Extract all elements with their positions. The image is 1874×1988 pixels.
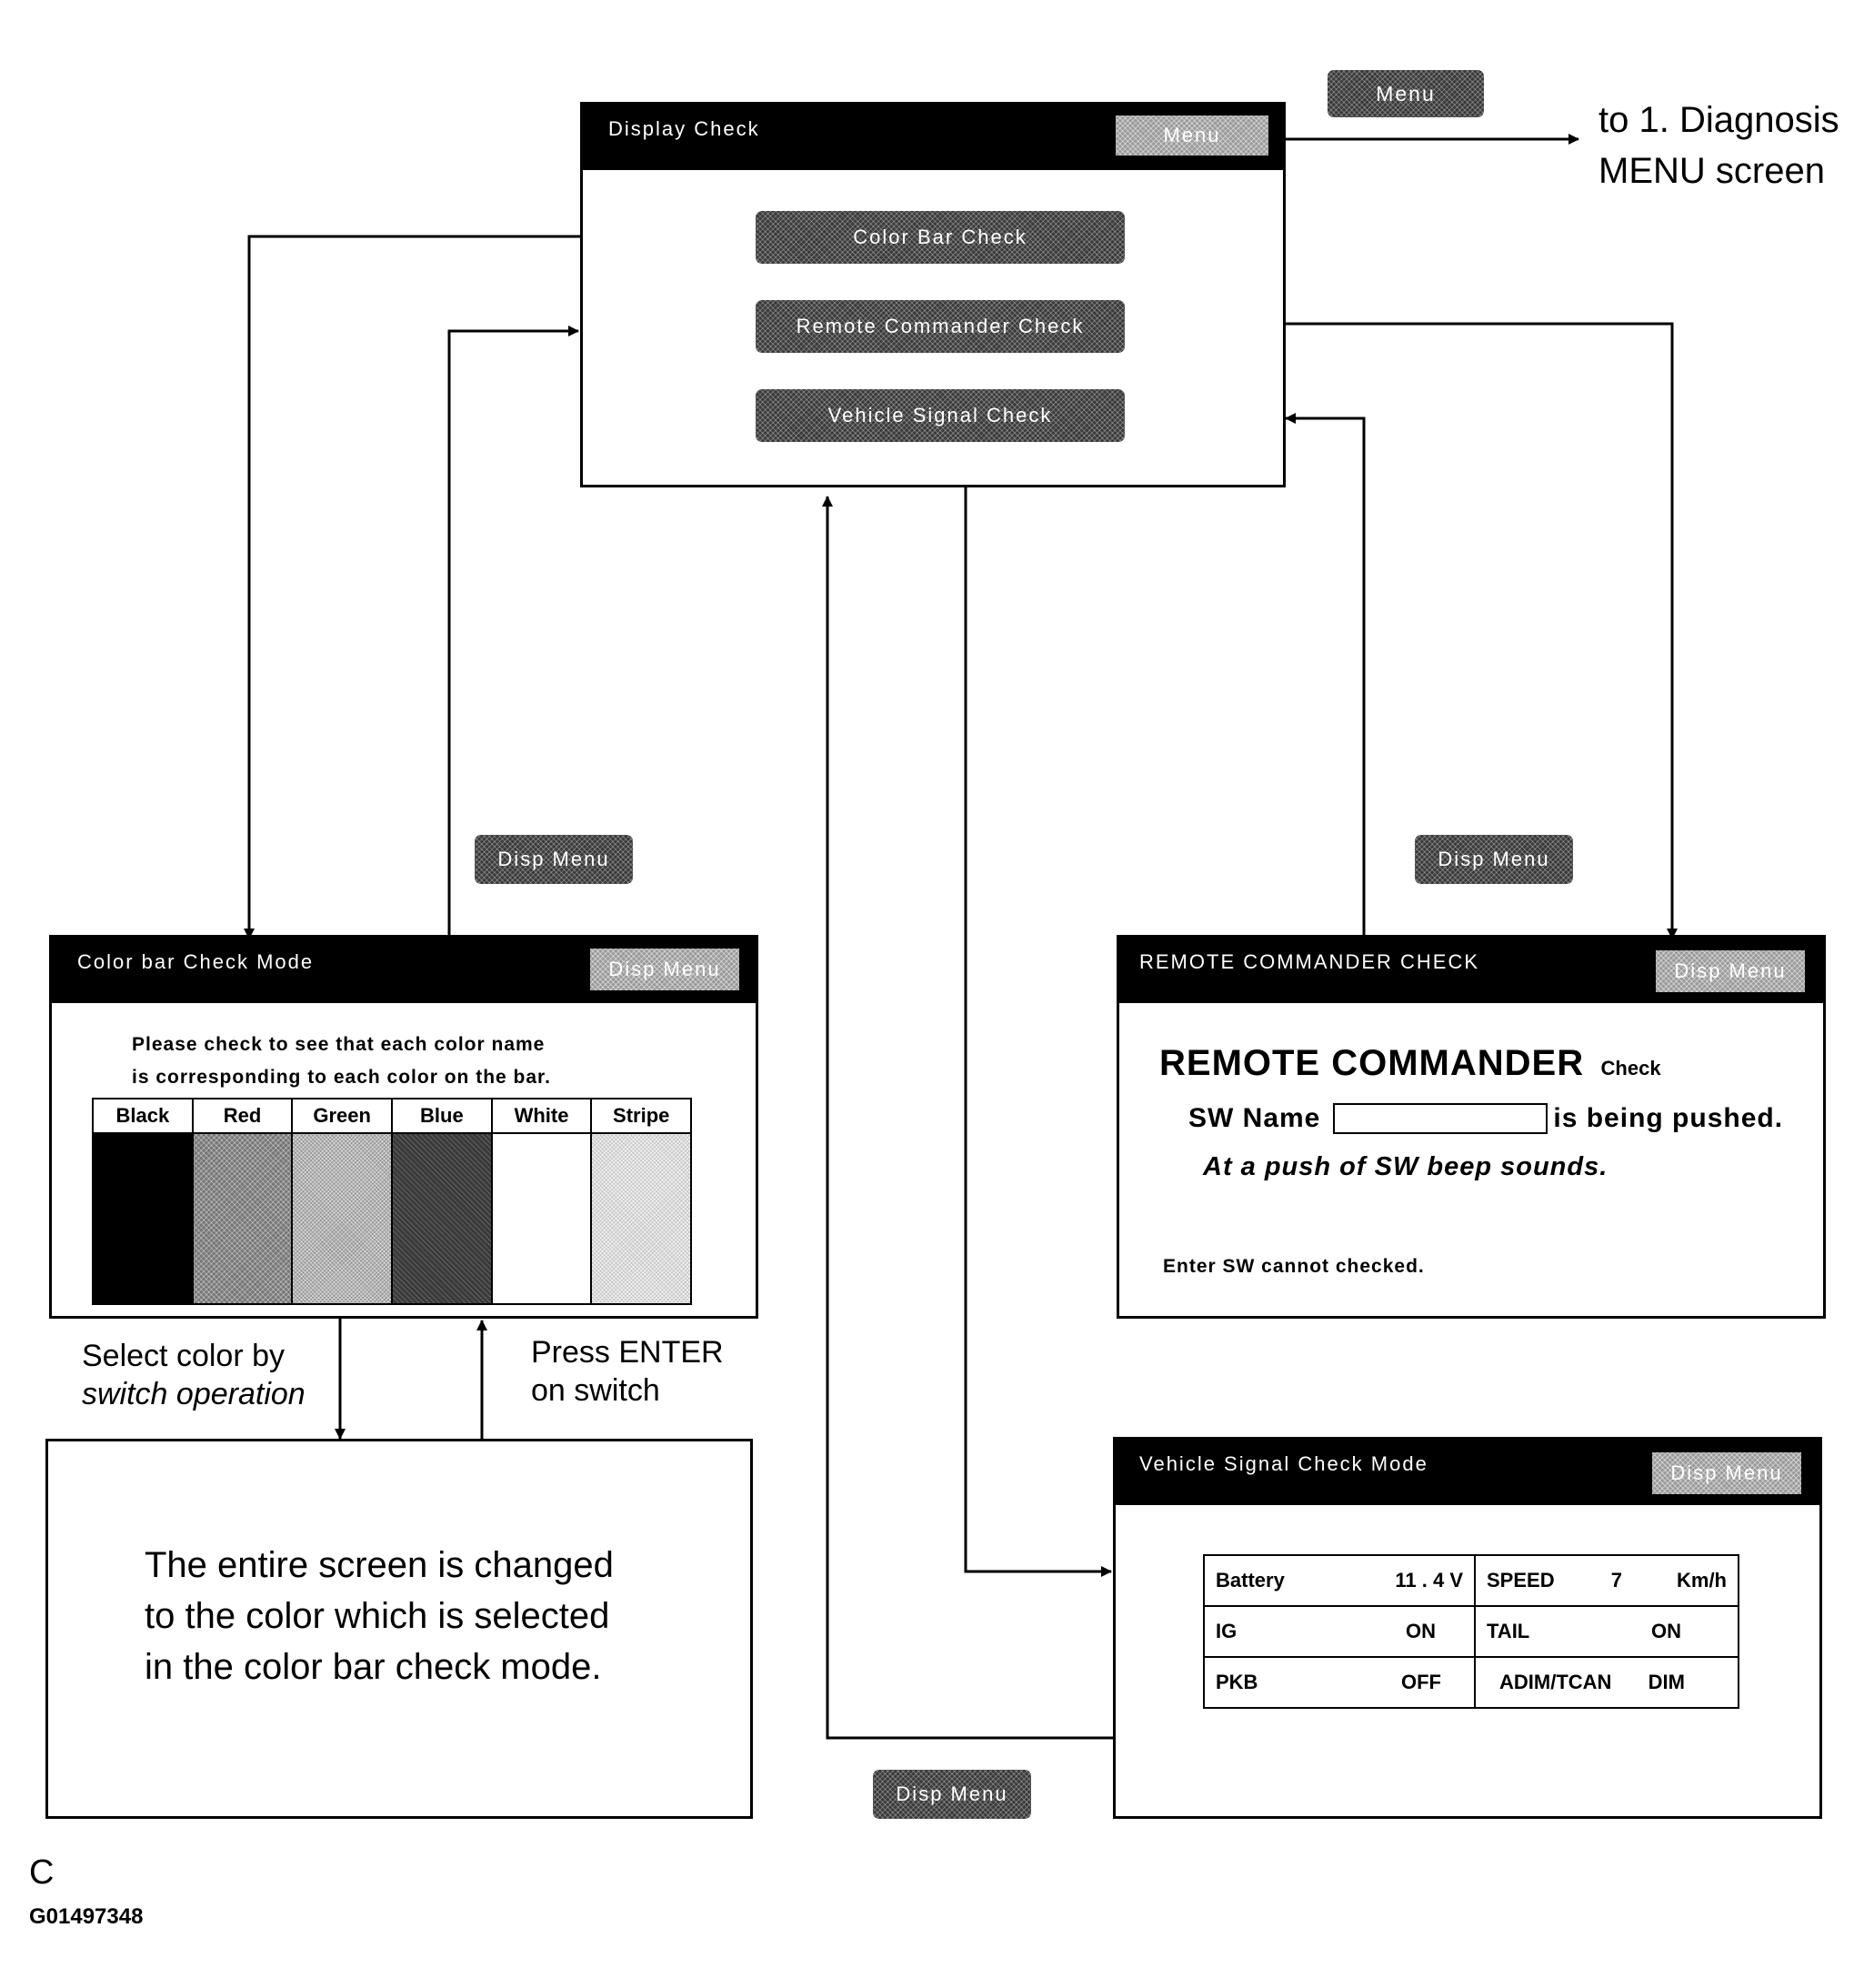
vehicle-disp-menu-button[interactable]: Disp Menu <box>1652 1452 1801 1494</box>
color-bar-disp-menu-button[interactable]: Disp Menu <box>590 949 739 990</box>
select-color-caption: Select color by switch operation <box>82 1337 306 1413</box>
color-bar-header: Black Red Green Blue White Stripe <box>94 1099 690 1134</box>
remote-note: Enter SW cannot checked. <box>1163 1256 1425 1277</box>
sw-name-field <box>1333 1103 1548 1134</box>
swatch-blue[interactable] <box>393 1134 493 1303</box>
color-bar-instruction: Please check to see that each color name… <box>132 1029 551 1094</box>
battery-label: Battery <box>1216 1569 1285 1591</box>
instruction-line-2: is corresponding to each color on the ba… <box>132 1067 551 1088</box>
press-enter-caption: Press ENTER on switch <box>531 1333 724 1410</box>
display-check-title: Display Check <box>608 117 760 140</box>
vehicle-signal-titlebar: Vehicle Signal Check Mode Disp Menu <box>1116 1440 1819 1505</box>
sw-name-row: SW Name is being pushed. <box>1188 1103 1783 1134</box>
remote-heading-text: REMOTE COMMANDER <box>1159 1043 1585 1083</box>
vehicle-signal-table: Battery 11 . 4 V SPEED 7 Km/h IG ON TAIL… <box>1203 1554 1739 1709</box>
menu-key[interactable]: Menu <box>1328 70 1484 117</box>
table-row: Battery 11 . 4 V SPEED 7 Km/h <box>1203 1554 1739 1607</box>
speed-value: 7 <box>1610 1569 1622 1591</box>
to-diagnosis-label: to 1. Diagnosis MENU screen <box>1598 95 1839 196</box>
to-diagnosis-line-2: MENU screen <box>1598 151 1825 191</box>
color-bar-table: Black Red Green Blue White Stripe <box>92 1098 692 1305</box>
select-color-line-2: switch operation <box>82 1377 306 1411</box>
pkb-label: PKB <box>1216 1671 1258 1693</box>
swatch-green[interactable] <box>293 1134 394 1303</box>
entire-screen-box: The entire screen is changed to the colo… <box>45 1439 753 1819</box>
battery-value: 11 . 4 V <box>1395 1569 1463 1591</box>
color-bar-check-button[interactable]: Color Bar Check <box>756 211 1125 264</box>
speed-label: SPEED <box>1487 1569 1555 1591</box>
disp-menu-key-remote[interactable]: Disp Menu <box>1415 835 1573 884</box>
footer-letter: C <box>29 1853 55 1892</box>
remote-heading-small: Check <box>1600 1057 1661 1079</box>
color-label-blue: Blue <box>393 1099 493 1132</box>
arrow-color-bar-back <box>447 326 579 937</box>
color-label-white: White <box>493 1099 593 1132</box>
color-label-red: Red <box>194 1099 294 1132</box>
vehicle-signal-title: Vehicle Signal Check Mode <box>1139 1452 1428 1475</box>
instruction-line-1: Please check to see that each color name <box>132 1034 546 1055</box>
press-enter-line-1: Press ENTER <box>531 1335 724 1370</box>
cell-tail: TAIL ON <box>1474 1605 1739 1658</box>
arrow-vehicle-back <box>822 496 1115 1740</box>
entire-screen-text: The entire screen is changed to the colo… <box>145 1540 614 1692</box>
color-label-stripe: Stripe <box>613 1104 670 1127</box>
vehicle-signal-check-button[interactable]: Vehicle Signal Check <box>756 389 1125 442</box>
cell-ig: IG ON <box>1203 1605 1476 1658</box>
press-enter-line-2: on switch <box>531 1373 660 1408</box>
beep-line: At a push of SW beep sounds. <box>1203 1152 1608 1181</box>
display-check-titlebar: Display Check Menu <box>583 105 1283 170</box>
cell-battery: Battery 11 . 4 V <box>1203 1554 1476 1607</box>
swatch-stripe[interactable] <box>592 1134 691 1303</box>
footer-code: G01497348 <box>29 1904 144 1929</box>
color-label-black: Black <box>94 1099 194 1132</box>
adim-value: DIM <box>1648 1671 1685 1693</box>
swatch-black[interactable] <box>94 1134 194 1303</box>
cell-speed: SPEED 7 Km/h <box>1474 1554 1739 1607</box>
entire-screen-line-2: to the color which is selected <box>145 1596 610 1636</box>
arrow-remote-back <box>1285 413 1366 937</box>
remote-commander-check-button[interactable]: Remote Commander Check <box>756 300 1125 353</box>
disp-menu-key-color-bar[interactable]: Disp Menu <box>475 835 633 884</box>
arrow-to-vehicle-signal <box>964 442 1112 1577</box>
cell-adim: ADIM/TCAN DIM <box>1474 1656 1739 1709</box>
color-bar-titlebar: Color bar Check Mode Disp Menu <box>52 938 756 1003</box>
remote-commander-titlebar: REMOTE COMMANDER CHECK Disp Menu <box>1119 938 1823 1003</box>
table-row: PKB OFF ADIM/TCAN DIM <box>1203 1656 1739 1709</box>
display-check-screen: Display Check Menu Color Bar Check Remot… <box>580 102 1286 487</box>
cell-pkb: PKB OFF <box>1203 1656 1476 1709</box>
menu-button[interactable]: Menu <box>1116 115 1268 156</box>
tail-value: ON <box>1651 1620 1681 1642</box>
sw-name-label: SW Name <box>1188 1103 1321 1133</box>
remote-commander-screen: REMOTE COMMANDER CHECK Disp Menu REMOTE … <box>1117 935 1826 1319</box>
swatch-white[interactable] <box>492 1134 593 1303</box>
entire-screen-line-1: The entire screen is changed <box>145 1545 614 1585</box>
swatch-red[interactable] <box>193 1134 294 1303</box>
to-diagnosis-line-1: to 1. Diagnosis <box>1598 100 1839 140</box>
adim-label: ADIM/TCAN <box>1499 1671 1612 1693</box>
select-color-line-1: Select color by <box>82 1339 285 1373</box>
arrow-to-remote-commander <box>1120 322 1678 939</box>
color-label-green: Green <box>293 1099 394 1132</box>
color-bar-check-screen: Color bar Check Mode Disp Menu Please ch… <box>49 935 758 1319</box>
remote-disp-menu-button[interactable]: Disp Menu <box>1656 950 1805 992</box>
vehicle-signal-screen: Vehicle Signal Check Mode Disp Menu Batt… <box>1113 1437 1822 1819</box>
color-bar-swatches <box>94 1134 691 1303</box>
color-bar-title: Color bar Check Mode <box>77 950 315 973</box>
tail-label: TAIL <box>1487 1620 1530 1642</box>
ig-value: ON <box>1406 1620 1436 1642</box>
remote-commander-heading: REMOTE COMMANDER Check <box>1159 1043 1661 1084</box>
ig-label: IG <box>1216 1620 1238 1642</box>
speed-unit: Km/h <box>1677 1569 1727 1591</box>
being-pushed-text: is being pushed. <box>1553 1103 1784 1133</box>
table-row: IG ON TAIL ON <box>1203 1605 1739 1658</box>
disp-menu-key-vehicle[interactable]: Disp Menu <box>873 1770 1031 1819</box>
remote-commander-title: REMOTE COMMANDER CHECK <box>1139 950 1480 973</box>
pkb-value: OFF <box>1401 1671 1441 1693</box>
entire-screen-line-3: in the color bar check mode. <box>145 1647 602 1687</box>
